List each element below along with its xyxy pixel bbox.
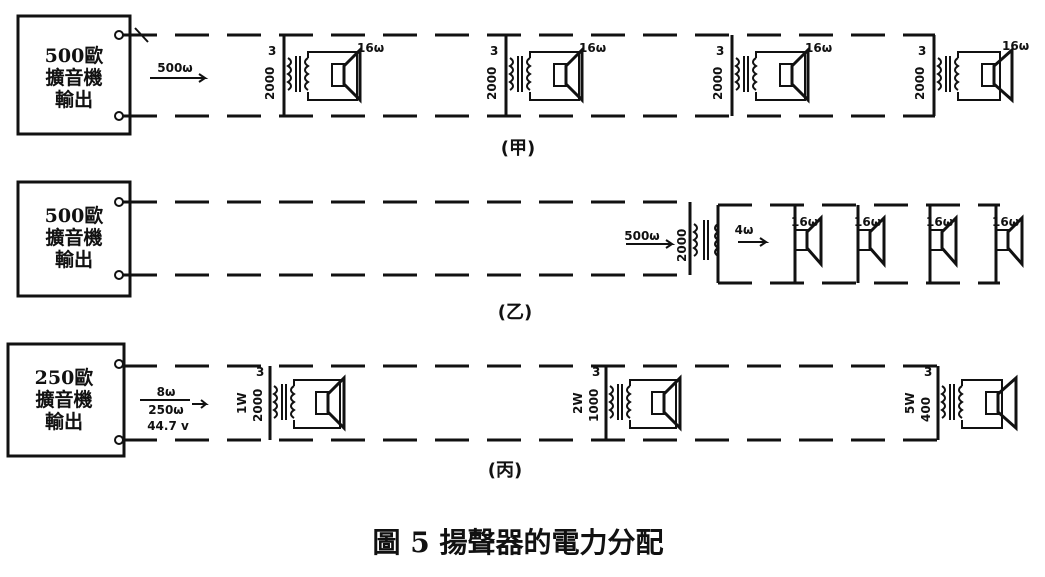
speaker-unit-b2: 16ω (854, 205, 886, 283)
xfmr-c2: 1000 (587, 389, 601, 422)
speaker-unit-c2: 3 2W 1000 (571, 365, 682, 440)
panel-a: 500歐 擴音機 輸出 500ω 3 2000 16ω 3 2000 (16, 14, 1029, 159)
feed-line3-c: 44.7 v (147, 419, 189, 433)
power-c1: 1W (235, 392, 249, 414)
impedance-a3: 16ω (805, 41, 832, 55)
speaker-unit-a1: 3 2000 16ω (263, 35, 384, 116)
impedance-b2: 16ω (854, 215, 881, 229)
panel-c: 250歐 擴音機 輸出 8ω 250ω 44.7 v 3 1W 2000 3 2… (6, 342, 1018, 481)
tap-c1: 3 (256, 365, 264, 379)
speaker-unit-c1: 3 1W 2000 (235, 365, 346, 440)
amp-box-a (16, 14, 132, 136)
panel-label-c: (丙) (488, 460, 522, 481)
amp-line2-a: 擴音機 (45, 66, 102, 89)
arrow-b-primary (626, 239, 676, 249)
speaker-unit-b1: 16ω (791, 205, 823, 283)
impedance-b4: 16ω (992, 215, 1019, 229)
amp-line3-c: 輸出 (45, 410, 83, 433)
impedance-b1: 16ω (791, 215, 818, 229)
speaker-unit-a2: 3 2000 16ω (485, 35, 606, 116)
secondary-label-b: 4ω (735, 223, 754, 237)
speaker-cone-a1 (342, 46, 362, 104)
speaker-magnet-a1 (331, 63, 345, 87)
speaker-unit-c3: 3 5W 400 (903, 365, 1018, 440)
xfmr-b: 2000 (675, 229, 689, 262)
feed-line2-c: 250ω (148, 403, 183, 417)
amp-line2-c: 擴音機 (35, 388, 92, 411)
tick-a (134, 27, 149, 43)
xfmr-a2: 2000 (485, 67, 499, 100)
panel-label-a: (甲) (501, 138, 535, 159)
feed-line1-c: 8ω (157, 385, 176, 399)
panel-b: 500歐 擴音機 輸出 500ω 2000 4ω 16ω 16ω (16, 180, 1024, 323)
impedance-a1: 16ω (357, 41, 384, 55)
amp-line1-a: 500歐 (45, 44, 104, 67)
amp-line1-b: 500歐 (45, 204, 104, 227)
feed-label-a: 500ω (157, 61, 192, 75)
tap-a4: 3 (918, 44, 926, 58)
xfmr-c1: 2000 (251, 389, 265, 422)
power-c2: 2W (571, 392, 585, 414)
amp-line3-b: 輸出 (55, 248, 93, 271)
amp-box-c (6, 342, 126, 458)
impedance-a2: 16ω (579, 41, 606, 55)
impedance-b3: 16ω (926, 215, 953, 229)
figure-caption: 圖 5 揚聲器的電力分配 (373, 526, 664, 559)
amp-box-b (16, 180, 132, 298)
speaker-unit-b3: 16ω (926, 205, 958, 283)
xfmr-a1: 2000 (263, 67, 277, 100)
terminal-c-top (114, 359, 124, 369)
impedance-a4: 16ω (1002, 39, 1029, 53)
xfmr-c3: 400 (919, 397, 933, 422)
panel-label-b: (乙) (498, 302, 532, 323)
speaker-unit-a4: 3 2000 16ω (913, 35, 1029, 116)
tap-a3: 3 (716, 44, 724, 58)
speaker-unit-b4: 16ω (992, 205, 1024, 283)
amp-line2-b: 擴音機 (45, 226, 102, 249)
tap-c2: 3 (592, 365, 600, 379)
xfmr-a3: 2000 (711, 67, 725, 100)
amp-line1-c: 250歐 (35, 366, 94, 389)
power-c3: 5W (903, 392, 917, 414)
tap-a1: 3 (268, 44, 276, 58)
speaker-unit-a3: 3 2000 16ω (711, 35, 832, 116)
tap-a2: 3 (490, 44, 498, 58)
amp-line3-a: 輸出 (55, 88, 93, 111)
xfmr-a4: 2000 (913, 67, 927, 100)
tap-c3: 3 (924, 365, 932, 379)
primary-label-b: 500ω (624, 229, 659, 243)
arrow-a (150, 73, 209, 83)
